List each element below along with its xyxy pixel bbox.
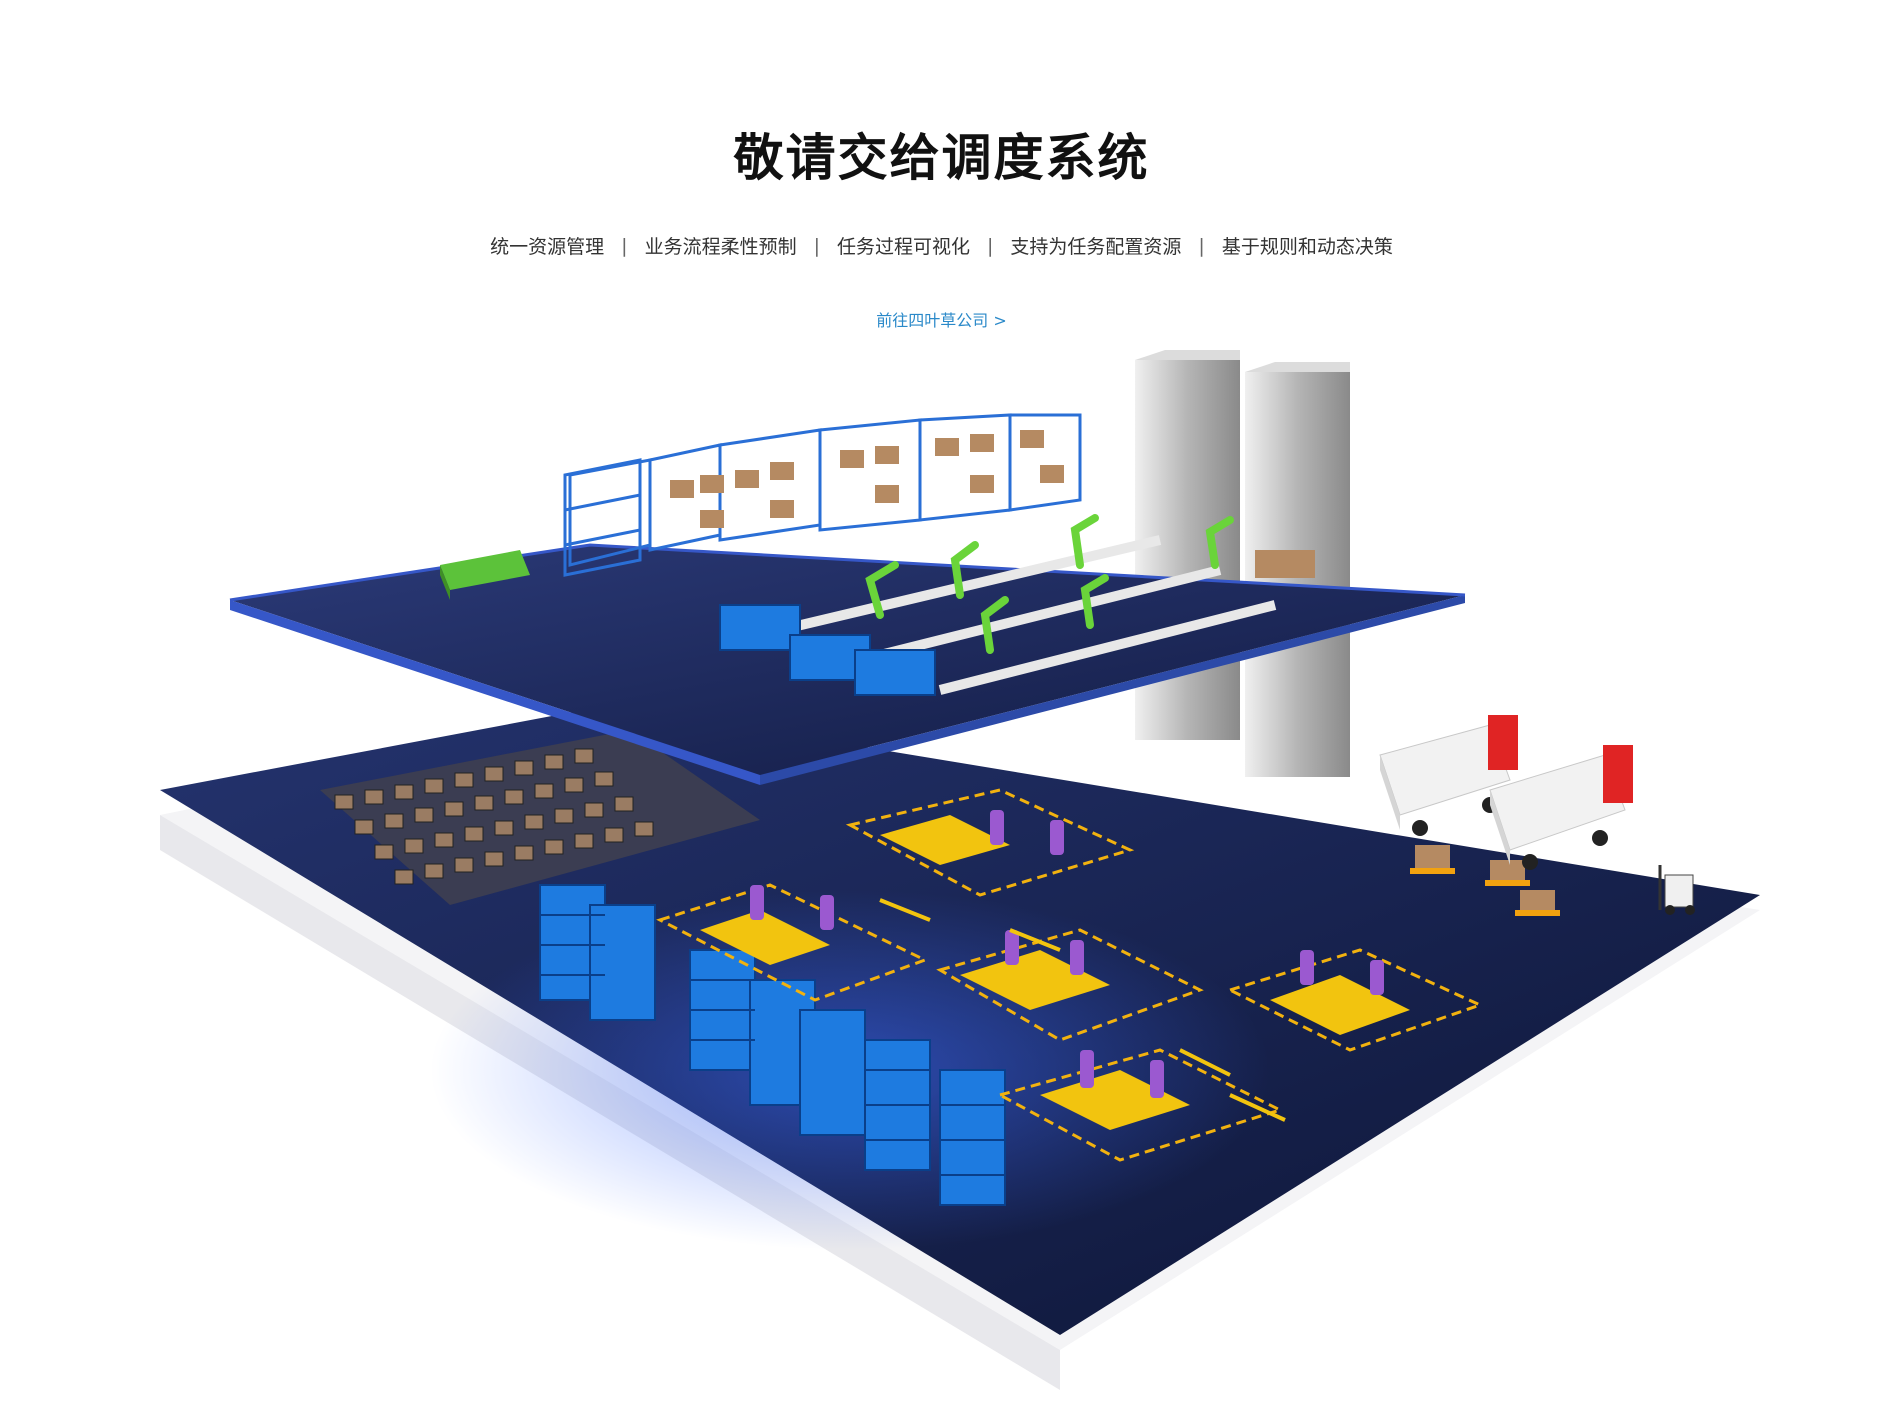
feature-flexible-workflow: 业务流程柔性预制 [644,236,797,258]
barriers [879,898,1286,1122]
feature-rule-decision: 基于规则和动态决策 [1221,236,1393,258]
upper-boxes [670,430,1315,578]
workstation-zones [656,788,1485,1162]
workers [750,810,1384,1098]
feature-separator: | [987,234,994,257]
feature-visualization: 任务过程可视化 [836,236,970,258]
warehouse-illustration [0,350,1883,1413]
warehouse-scene-svg [160,350,1760,1390]
company-link[interactable]: 前往四叶草公司 > [876,311,1007,330]
upper-racks [568,413,1082,567]
green-machine [440,550,530,600]
blue-bins-upper [719,604,936,696]
feature-separator: | [1198,234,1205,257]
shelf-dividers [540,914,1005,1176]
forklift [1658,865,1695,915]
feature-list: 统一资源管理 | 业务流程柔性预制 | 任务过程可视化 | 支持为任务配置资源 … [0,232,1883,259]
workbenches [700,815,1410,1130]
conveyors [778,535,1277,695]
upper-shelf-rack [563,458,642,577]
truck-left [1379,715,1518,836]
feature-separator: | [813,234,820,257]
page-title: 敬请交给调度系统 [733,129,1150,187]
pallets [1410,845,1560,916]
robot-arms [865,514,1234,654]
feature-separator: | [621,234,628,257]
feature-resource-management: 统一资源管理 [490,236,605,258]
pallet-rack-grid [320,730,760,905]
feature-resource-config: 支持为任务配置资源 [1010,236,1182,258]
truck-right [1489,745,1633,870]
